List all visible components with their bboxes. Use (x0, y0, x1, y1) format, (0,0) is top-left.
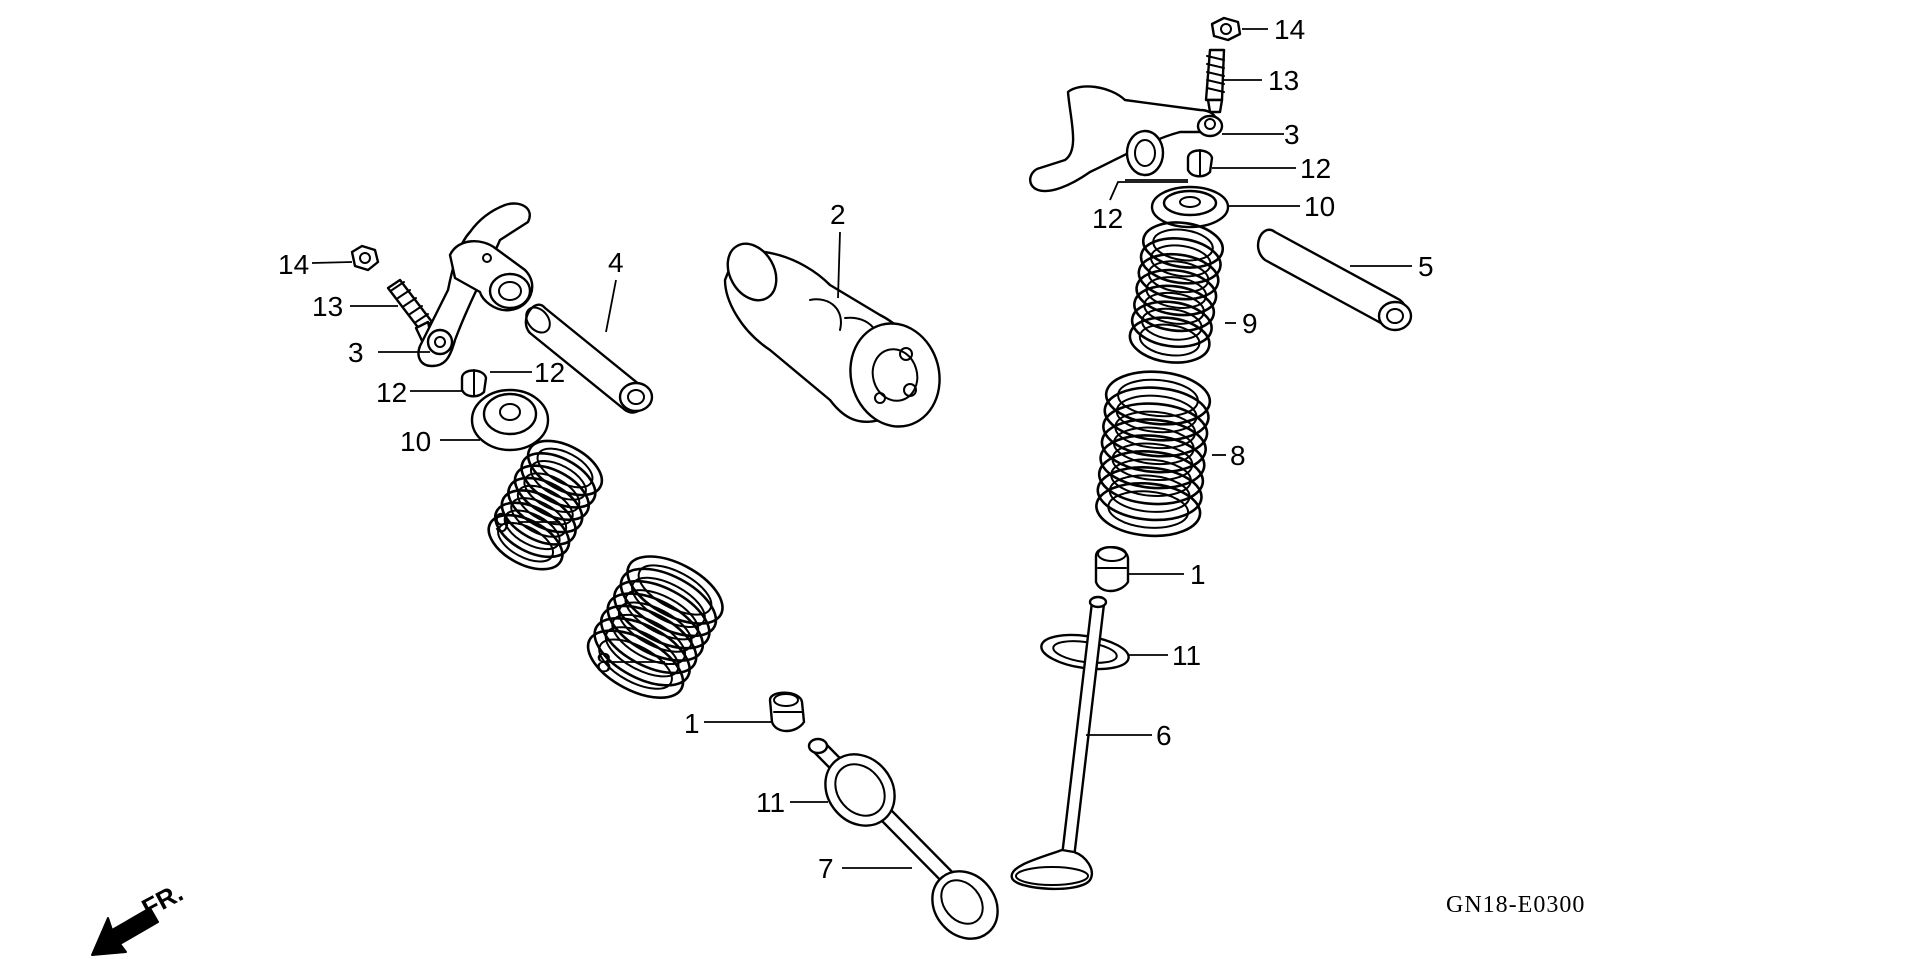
callout-12-right-a: 12 (1300, 153, 1331, 184)
valve-spring-outer-left (478, 428, 612, 582)
callout-11-right: 11 (1172, 640, 1201, 671)
stem-seal-right (1094, 546, 1130, 593)
valve-spring-outer-right (1125, 216, 1227, 369)
lock-nut-left (350, 244, 380, 272)
callout-8-left: 8 (596, 647, 612, 678)
valve-spring-inner-right (1092, 366, 1214, 542)
callout-6: 6 (1156, 720, 1172, 751)
rocker-arm-right (1029, 85, 1224, 193)
valve-cotter-right (1186, 149, 1214, 178)
callout-14-left: 14 (278, 249, 309, 280)
callout-13-left: 13 (312, 291, 343, 322)
camshaft (723, 242, 941, 428)
rocker-arm-left (417, 202, 534, 368)
callout-8-right: 8 (1230, 440, 1246, 471)
callout-14-right: 14 (1274, 14, 1305, 45)
callout-9-right: 9 (1242, 308, 1258, 339)
lock-nut-right (1210, 16, 1242, 42)
callout-5: 5 (1418, 251, 1434, 282)
callout-12-left-b: 12 (534, 357, 565, 388)
callout-labels: 14 13 3 12 12 10 9 8 1 11 7 4 2 14 13 3 … (278, 14, 1434, 884)
callout-11-left: 11 (756, 787, 785, 818)
callout-3-right: 3 (1284, 119, 1300, 150)
spring-retainer-left (470, 388, 550, 452)
rocker-arm-shaft-left (524, 303, 654, 414)
stem-seal-ring-left (824, 753, 896, 827)
callout-12-left-a: 12 (376, 377, 407, 408)
leader-lines (311, 28, 1412, 869)
callout-1-left: 1 (684, 708, 700, 739)
callout-2: 2 (830, 199, 846, 230)
valve-cotter-left (460, 369, 488, 398)
diagram-code: GN18-E0300 (1446, 892, 1585, 918)
stem-seal-left (768, 691, 806, 733)
callout-13-right: 13 (1268, 65, 1299, 96)
callout-12-right-b: 12 (1092, 203, 1123, 234)
callout-7: 7 (818, 853, 834, 884)
callout-10-right: 10 (1304, 191, 1335, 222)
adjusting-screw-right (1204, 48, 1226, 114)
valve-spring-inner-left (576, 541, 735, 713)
front-arrow-icon: FR. (91, 877, 188, 956)
callout-10-left: 10 (400, 426, 431, 457)
callout-1-right: 1 (1190, 559, 1206, 590)
spring-retainer-right (1150, 185, 1230, 229)
callout-9-left: 9 (494, 507, 510, 538)
callout-3-left: 3 (348, 337, 364, 368)
callout-4: 4 (608, 247, 624, 278)
rocker-arm-shaft-right (1256, 228, 1413, 332)
valve-right (1010, 595, 1108, 890)
